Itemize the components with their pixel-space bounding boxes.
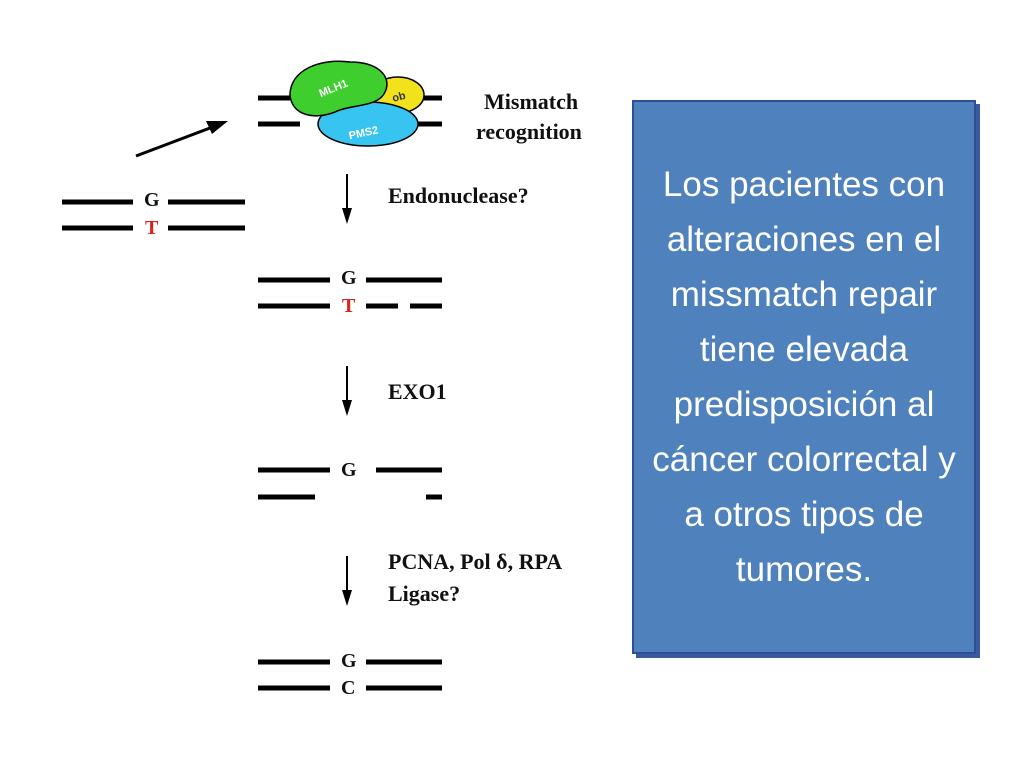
initial-base-g: G (144, 189, 160, 211)
down-arrow-1 (342, 174, 352, 224)
diagonal-arrow (135, 121, 228, 158)
mismatch-recognition-label-line1: Mismatch (484, 89, 579, 114)
endonuclease-label: Endonuclease? (388, 183, 529, 208)
excised-dna (258, 467, 442, 500)
initial-dna (62, 199, 245, 231)
repaired-base-g: G (341, 650, 357, 672)
repaired-dna (258, 659, 442, 691)
info-box-text: Los pacientes con alteraciones en el mis… (652, 165, 956, 589)
ligase-label-line2: Ligase? (388, 581, 461, 606)
nicked-base-t-mismatch: T (342, 295, 356, 317)
repaired-base-c: C (341, 677, 356, 699)
exo1-label: EXO1 (388, 379, 447, 404)
initial-base-t-mismatch: T (145, 217, 159, 239)
mmr-protein-complex: MLH1 ob PMS2 (289, 60, 425, 147)
down-arrow-2 (342, 366, 352, 416)
pcna-label-line1: PCNA, Pol δ, RPA (388, 549, 563, 574)
mismatch-recognition-label-line2: recognition (476, 119, 582, 144)
nicked-base-g: G (341, 267, 357, 289)
down-arrow-3 (342, 556, 352, 606)
excised-base-g: G (341, 459, 357, 481)
msh-label: ob (391, 90, 407, 105)
info-box: Los pacientes con alteraciones en el mis… (632, 100, 976, 654)
mlh1-protein (289, 60, 388, 117)
nicked-dna (258, 277, 442, 309)
